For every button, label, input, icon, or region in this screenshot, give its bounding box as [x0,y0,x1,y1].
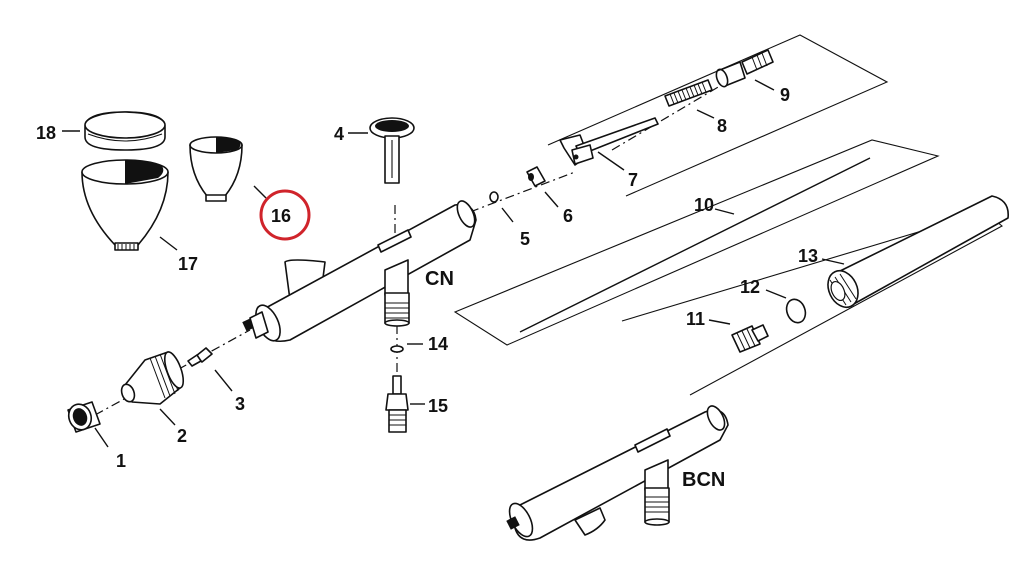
part-10-needle-panel [453,139,940,346]
label-8: 8 [717,116,727,136]
part-4-trigger [369,117,415,184]
part-labels: 18 17 16 4 5 6 7 8 9 10 11 12 13 14 15 1… [36,85,818,491]
part-18-cup-lid [84,111,166,151]
part-1-needle-cap [67,401,101,433]
label-9: 9 [780,85,790,105]
label-4: 4 [334,124,344,144]
label-13: 13 [798,246,818,266]
part-12-o-ring [785,298,807,324]
label-17: 17 [178,254,198,274]
cn-airbrush-body [242,200,477,343]
part-7-needle-chucking-guide [559,117,659,166]
part-14-o-ring [390,345,404,353]
label-15: 15 [428,396,448,416]
part-16-small-cup [189,136,243,202]
part-6-needle-guide [526,166,546,187]
part-3-nozzle [187,347,213,367]
part-8-spring [664,79,713,107]
part-15-fluid-adapter [385,375,409,433]
part-11-needle-chucking-nut [731,324,769,353]
part-2-nozzle-guard [120,351,185,405]
label-18: 18 [36,123,56,143]
label-14: 14 [428,334,448,354]
needle-chucking-panel [547,34,889,197]
label-16: 16 [271,206,291,226]
part-17-large-cup [81,159,169,251]
highlight-circle-16 [259,189,311,241]
label-12: 12 [740,277,760,297]
label-2: 2 [177,426,187,446]
label-cn: CN [425,268,454,290]
part-5-o-ring [489,191,499,203]
bcn-airbrush-body [506,405,729,541]
label-3: 3 [235,394,245,414]
label-bcn: BCN [682,469,725,491]
part-13-handle [827,195,1009,309]
leader-lines [62,79,845,448]
label-10: 10 [694,195,714,215]
label-7: 7 [628,170,638,190]
label-11: 11 [686,309,705,329]
label-5: 5 [520,229,530,249]
label-6: 6 [563,206,573,226]
label-1: 1 [116,451,126,471]
